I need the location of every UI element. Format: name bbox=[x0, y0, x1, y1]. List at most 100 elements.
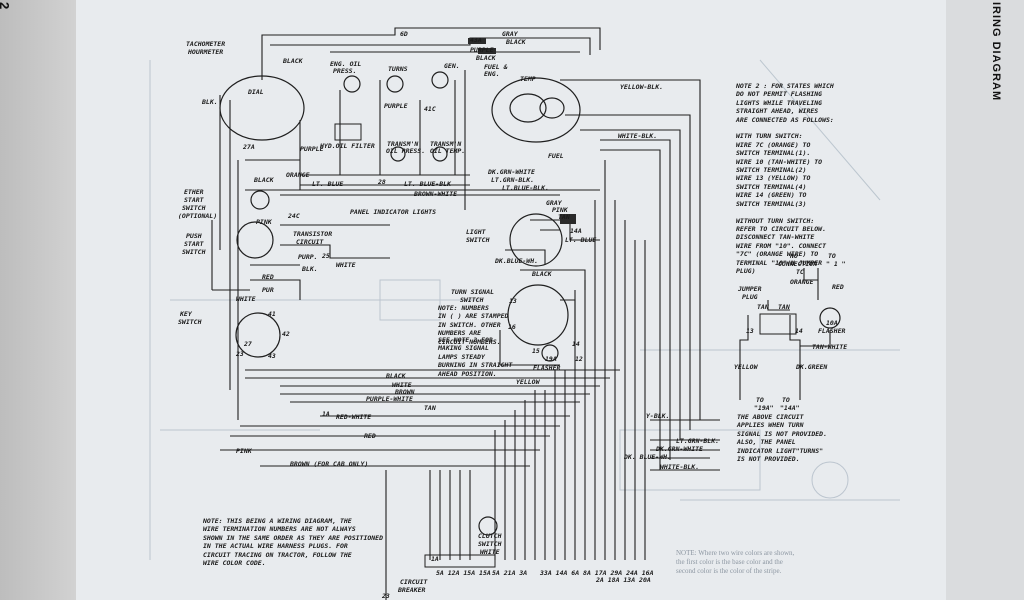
label-black-ls: BLACK bbox=[532, 270, 552, 278]
transmn-oil-temp-lamp bbox=[432, 146, 448, 162]
note2-line: "7C" (ORANGE WIRE) TO bbox=[736, 250, 819, 259]
flasher-j-symbol bbox=[819, 307, 841, 329]
note2-line: WIRE 13 (YELLOW) TO bbox=[736, 174, 811, 183]
label-to-19a: TO bbox=[756, 396, 764, 404]
label-white-1: WHITE bbox=[336, 261, 356, 269]
label-wire-1a: 1A bbox=[322, 410, 330, 418]
label-wire-19a: 19A bbox=[545, 355, 557, 363]
label-to-19a-2: "19A" bbox=[754, 404, 774, 412]
label-lt-grn-blk: LT.GRN-BLK. bbox=[491, 176, 535, 184]
label-no-connection-2: CONNECTION bbox=[778, 260, 818, 268]
label-jumper-plug-2: PLUG bbox=[742, 293, 758, 301]
turns-lamp bbox=[386, 75, 404, 93]
label-fuel-eng-temp-2: ENG. bbox=[484, 70, 500, 78]
label-eng-oil-press-2: PRESS. bbox=[333, 67, 357, 75]
label-term-row-1: 5A 12A 15A 15A bbox=[436, 569, 491, 577]
note2-line: WIRE FROM "10". CONNECT bbox=[736, 241, 827, 250]
note2-line: TERMINAL "10"(N JUMPER bbox=[736, 258, 823, 267]
label-lt-grn-blk-2: LT.GRN-BLK. bbox=[676, 437, 720, 445]
label-clutch-switch: CLUTCH bbox=[478, 532, 502, 540]
clutch-switch-symbol bbox=[478, 516, 498, 536]
label-ether-start-2: START bbox=[184, 196, 204, 204]
label-hourmeter: HOURMETER bbox=[188, 48, 224, 56]
label-dk-blue-wh: DK.BLUE-WH. bbox=[495, 257, 539, 265]
label-tan-j2: TAN bbox=[778, 303, 790, 311]
label-dial-light: DIAL bbox=[248, 88, 264, 96]
label-transmn-oil-temp-2: OIL TEMP. bbox=[430, 147, 466, 155]
ghost_note-line: NOTE: Where two wire colors are shown, bbox=[676, 549, 795, 557]
label-brown: BROWN bbox=[395, 388, 415, 396]
note2-line: DO NOT PERMIT FLASHING bbox=[736, 90, 823, 99]
label-brown-cab: BROWN (FOR CAB ONLY) bbox=[290, 460, 369, 468]
label-wire-14-j: 14 bbox=[795, 327, 803, 335]
label-circuit-breaker-2: BREAKER bbox=[398, 586, 426, 594]
label-purp: PURP. bbox=[298, 253, 318, 261]
note2-line: ARE CONNECTED AS FOLLOWS: bbox=[736, 115, 834, 124]
label-term-1a: 1A bbox=[431, 555, 439, 563]
label-wire-16: 16 bbox=[508, 323, 516, 331]
above_circuit-line: THE ABOVE CIRCUIT bbox=[737, 413, 804, 421]
label-ether-start-3: SWITCH bbox=[182, 204, 206, 212]
connector-blocks bbox=[334, 38, 797, 568]
label-wire-25: 25 bbox=[322, 252, 330, 260]
above_circuit-line: INDICATOR LIGHT"TURNS" bbox=[737, 446, 824, 455]
wiring_note-line: CIRCUIT TRACING ON TRACTOR, FOLLOW THE bbox=[203, 550, 352, 559]
label-transmn-oil-press: TRANSM'N bbox=[387, 140, 419, 148]
label-wire-42: 42 bbox=[282, 330, 290, 338]
label-wire-27a: 27A bbox=[243, 143, 255, 151]
turn_signal_note-line: IN ( ) ARE STAMPED bbox=[438, 312, 509, 321]
label-yellow-1: YELLOW bbox=[516, 378, 540, 386]
label-black-pink: BLACK bbox=[254, 176, 274, 184]
note2-line: NOTE 2 : FOR STATES WHICH bbox=[736, 82, 834, 90]
label-clutch-switch-2: SWITCH bbox=[478, 540, 502, 548]
wiring_note-line: WIRE COLOR CODE. bbox=[203, 559, 266, 568]
label-yellow-blk: YELLOW-BLK. bbox=[620, 83, 664, 91]
label-to-14a-2: "14A" bbox=[780, 404, 800, 412]
label-fuel: FUEL bbox=[548, 152, 564, 160]
label-to-14a: TO bbox=[782, 396, 790, 404]
ether-start-switch bbox=[250, 190, 270, 210]
push-start-switch bbox=[236, 221, 274, 259]
wiring_note-line: WIRE TERMINATION NUMBERS ARE NOT ALWAYS bbox=[203, 525, 356, 534]
label-wire-41c: 41C bbox=[424, 105, 436, 113]
label-white-2: WHITE bbox=[392, 381, 412, 389]
label-dk-green: DK.GREEN bbox=[796, 363, 828, 371]
turn_signal_note-line: NUMBERS ARE bbox=[438, 329, 482, 338]
ghost_note-line: the first color is the base color and th… bbox=[676, 558, 783, 566]
label-purple-filter: PURPLE bbox=[300, 145, 324, 153]
label-jumper-plug: JUMPER bbox=[738, 285, 762, 293]
label-yellow-j: YELLOW bbox=[734, 363, 758, 371]
label-turn-signal-switch-2: SWITCH bbox=[460, 296, 484, 304]
label-ether-start-4: (OPTIONAL) bbox=[178, 212, 218, 220]
label-red-1: RED bbox=[262, 273, 274, 281]
label-white-key: WHITE bbox=[236, 295, 256, 303]
tachometer-gauge bbox=[219, 75, 305, 141]
label-hyd-oil-filter: HYD.OIL FILTER bbox=[320, 142, 375, 150]
label-gray: GRAY bbox=[502, 30, 518, 38]
turn_signal_note-line: IN SWITCH. OTHER bbox=[438, 320, 501, 329]
note2-line: LIGHTS WHILE TRAVELING bbox=[736, 98, 823, 107]
label-lt-blue-blk-2: LT.BLUE-BLK. bbox=[502, 184, 549, 192]
note2-line: WIRE 14 (GREEN) TO bbox=[736, 191, 807, 200]
label-tc: TC bbox=[796, 268, 804, 276]
note2-line: SWITCH TERMINAL(4) bbox=[736, 182, 807, 191]
label-transistor-circuit-2: CIRCUIT bbox=[296, 238, 324, 246]
gen-lamp bbox=[431, 71, 449, 89]
label-gray-2: GRAY bbox=[546, 199, 562, 207]
note2-line: SWITCH TERMINAL(2) bbox=[736, 166, 807, 175]
label-circuit-breaker: CIRCUIT bbox=[400, 578, 428, 586]
label-dk-blue-wh-2: DK. BLUE-WH. bbox=[624, 453, 671, 461]
label-pink-3: PINK bbox=[236, 447, 252, 455]
label-tan-2: TAN bbox=[424, 404, 436, 412]
label-lt-blue-blk-1: LT. BLUE-BLK bbox=[404, 180, 451, 188]
label-wire-14: 14 bbox=[572, 340, 580, 348]
label-white-blk-2: WHITE-BLK. bbox=[660, 463, 700, 471]
label-purple-top: PURPLE bbox=[470, 46, 494, 54]
label-wire-13-j: 13 bbox=[746, 327, 754, 335]
note2-line bbox=[736, 124, 834, 132]
key-switch-symbol bbox=[235, 312, 281, 358]
light-switch-symbol bbox=[509, 213, 563, 267]
